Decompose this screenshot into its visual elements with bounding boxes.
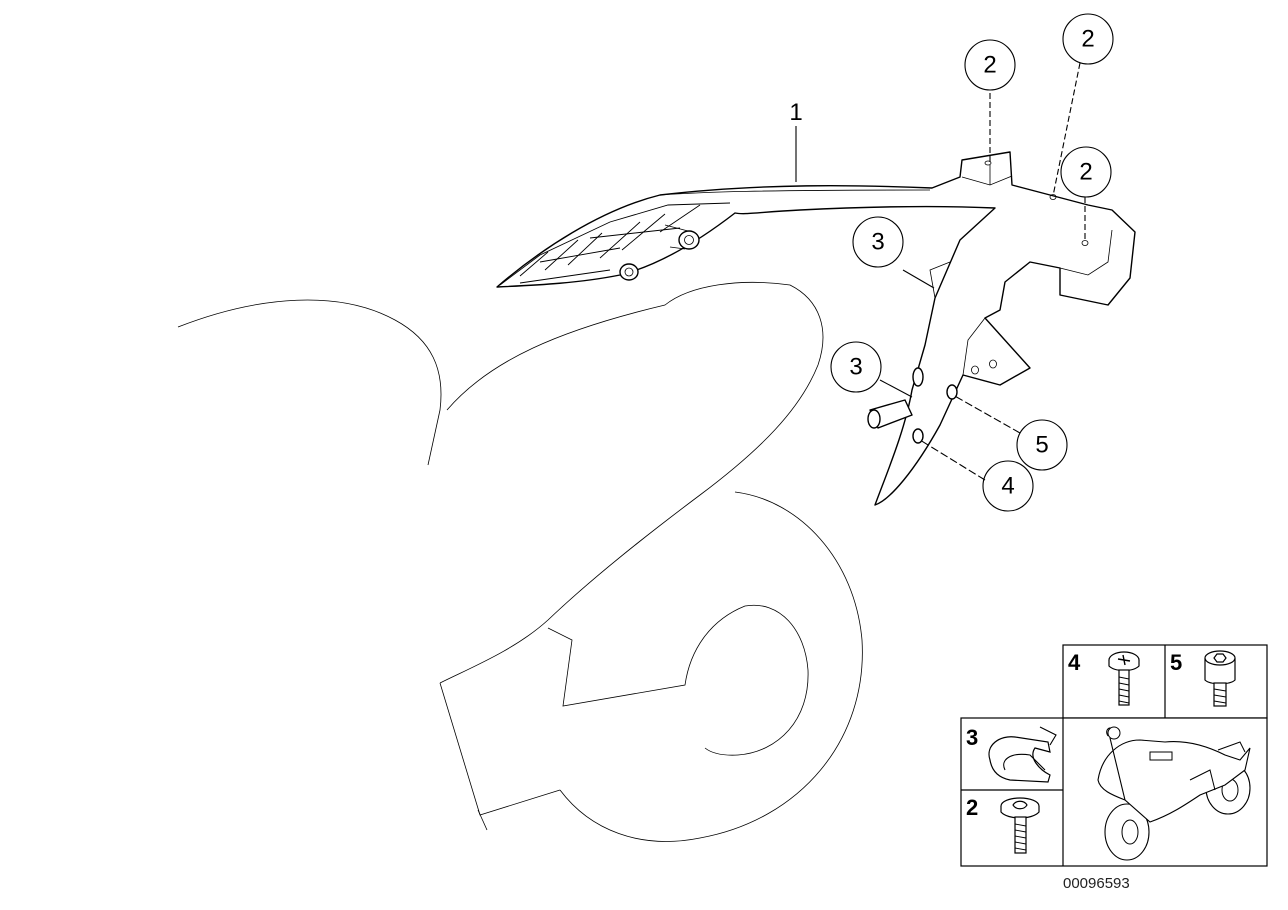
parts-legend: 4 5 3 2 — [960, 644, 1268, 867]
phillips-screw-icon — [1108, 651, 1140, 706]
callout-4: 4 — [982, 460, 1034, 512]
callout-3-upper: 3 — [852, 216, 904, 268]
svg-text:4: 4 — [1001, 473, 1014, 500]
callout-2-right: 2 — [1060, 146, 1112, 198]
main-part-label: 1 — [789, 99, 802, 126]
svg-text:2: 2 — [983, 52, 996, 79]
callout-2-upper-right: 2 — [1062, 13, 1114, 65]
svg-text:3: 3 — [849, 354, 862, 381]
svg-text:5: 5 — [1035, 432, 1048, 459]
leader-lines — [795, 62, 1086, 481]
reference-number: 00096593 — [1063, 875, 1130, 892]
legend-number-4: 4 — [1068, 650, 1081, 675]
callout-5: 5 — [1016, 419, 1068, 471]
torx-screw-icon — [1000, 797, 1040, 854]
svg-text:3: 3 — [871, 229, 884, 256]
hex-socket-screw-icon — [1204, 650, 1236, 707]
rear-frame-part — [496, 151, 1136, 506]
svg-text:2: 2 — [1081, 26, 1094, 53]
callout-2-top: 2 — [964, 39, 1016, 91]
legend-number-3: 3 — [966, 725, 978, 750]
callout-3-lower: 3 — [830, 341, 882, 393]
legend-number-2: 2 — [966, 795, 978, 820]
motorcycle-icon — [1097, 726, 1251, 861]
spring-clip-icon — [988, 726, 1057, 783]
legend-number-5: 5 — [1170, 650, 1182, 675]
svg-text:2: 2 — [1079, 159, 1092, 186]
motorcycle-outline — [177, 281, 863, 842]
